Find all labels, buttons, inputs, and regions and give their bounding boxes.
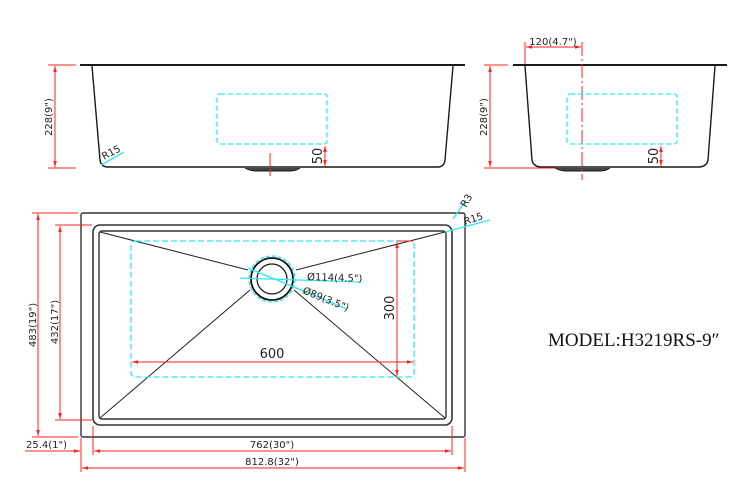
top-grid-hidden bbox=[130, 240, 415, 378]
top-r15-leader bbox=[444, 219, 491, 233]
top-r15-label: R15 bbox=[463, 211, 485, 228]
top-inner-width-label: 762(30") bbox=[250, 440, 294, 451]
top-outer-flange bbox=[80, 212, 466, 438]
front-grid-hidden bbox=[216, 93, 328, 145]
front-height-label: 228(9") bbox=[44, 98, 55, 136]
front-radius-label: R15 bbox=[100, 144, 123, 163]
top-inner-height-label: 432(17") bbox=[50, 300, 61, 344]
top-drain-inner-label: Ø89(3.5") bbox=[301, 285, 351, 314]
model-label: MODEL:H3219RS-9″ bbox=[548, 330, 720, 351]
top-slope-line-tl bbox=[99, 231, 249, 271]
top-outer-width-label: 812.8(32") bbox=[245, 457, 299, 468]
top-slope-line-tr bbox=[295, 231, 446, 271]
top-grid-height-label: 300 bbox=[383, 296, 398, 321]
front-drain-offset-label: 50 bbox=[311, 148, 326, 165]
top-view: Ø114(4.5") Ø89(3.5") 600 300 R3 R15 483(… bbox=[25, 192, 491, 472]
side-view: 120(4.7") 50 228(9") bbox=[479, 37, 727, 180]
top-outer-height-label: 483(19") bbox=[28, 303, 39, 347]
top-r3-leader bbox=[452, 199, 467, 220]
top-drain-hidden-circle bbox=[248, 255, 296, 303]
front-radius-leader bbox=[100, 151, 125, 166]
front-view: 50 R15 228(9") bbox=[44, 64, 465, 176]
side-grid-hidden bbox=[566, 93, 678, 145]
front-drain bbox=[244, 167, 301, 172]
side-drain-offset-label: 50 bbox=[647, 148, 662, 165]
top-drain-inner-leader bbox=[247, 267, 348, 310]
top-drain-outer-leader bbox=[239, 277, 361, 283]
top-grid-width-label: 600 bbox=[260, 347, 285, 362]
top-bowl-floor bbox=[98, 230, 447, 420]
side-height-label: 228(9") bbox=[479, 98, 490, 136]
top-bowl-rim bbox=[92, 224, 453, 426]
side-body-outline bbox=[524, 65, 716, 168]
front-body-outline bbox=[91, 65, 454, 168]
top-slope-line-br bbox=[293, 289, 446, 419]
top-flange-label: 25.4(1") bbox=[26, 440, 67, 451]
top-drain-outer-label: Ø114(4.5") bbox=[307, 271, 363, 285]
top-slope-line-bl bbox=[99, 289, 251, 419]
side-drain-offset-top-label: 120(4.7") bbox=[529, 37, 576, 48]
